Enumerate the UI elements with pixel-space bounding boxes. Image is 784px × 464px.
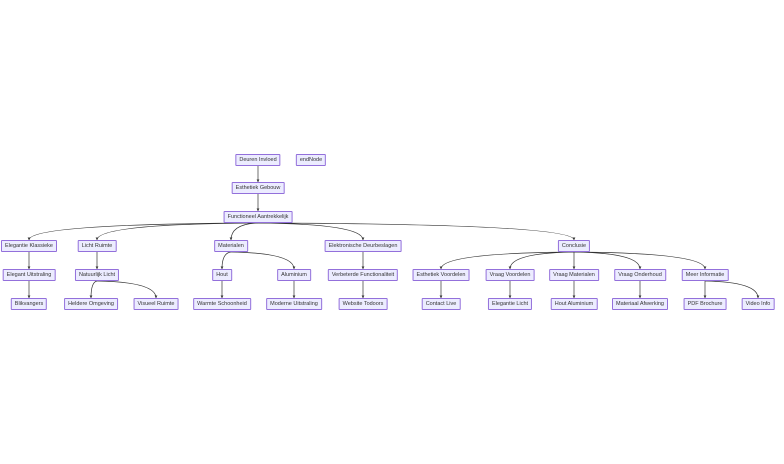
edge-natuurlijk-licht-to-heldere-omgeving [89, 280, 98, 299]
node-visueel-ruimte: Visueel Ruimte [133, 298, 179, 310]
node-elegant-uitstraling: Elegant Uitstraling [2, 269, 56, 281]
node-meer-informatie: Meer Informatie [681, 269, 729, 281]
node-esthetiek-gebouw: Esthetiek Gebouw [231, 182, 285, 194]
edge-materialen-to-aluminium [230, 251, 296, 270]
node-pdf-brochure: PDF Brochure [683, 298, 727, 310]
node-verbeterde-functionaliteit: Verbeterde Functionaliteit [327, 269, 399, 281]
node-website-todoors: Website Todoors [338, 298, 388, 310]
edge-natuurlijk-licht-to-visueel-ruimte [96, 280, 158, 299]
node-video-info: Video Info [741, 298, 775, 310]
edge-conclusie-to-vraag-voordelen [508, 251, 575, 270]
node-elegantie-licht: Elegantie Licht [487, 298, 533, 310]
node-contact-live: Contact Live [421, 298, 461, 310]
edge-functioneel-aantrekkelijk-to-materialen [229, 222, 259, 241]
node-heldere-omgeving: Heldere Omgeving [64, 298, 118, 310]
edge-meer-informatie-to-video-info [704, 280, 760, 299]
edge-conclusie-to-meer-informatie [573, 251, 707, 270]
node-elektronische-deurbeslagen: Elektronische Deurbeslagen [324, 240, 402, 252]
edge-functioneel-aantrekkelijk-to-conclusie [257, 222, 576, 241]
node-elegantie-klassieke: Elegantie Klassieke [0, 240, 58, 252]
node-moderne-uitstraling: Moderne Uitstraling [266, 298, 322, 310]
node-functioneel-aantrekkelijk: Functioneel Aantrekkelijk [223, 211, 293, 223]
node-esthetiek-voordelen: Esthetiek Voordelen [412, 269, 470, 281]
node-vraag-materialen: Vraag Materialen [549, 269, 599, 281]
node-vraag-onderhoud: Vraag Onderhoud [614, 269, 666, 281]
node-conclusie: Conclusie [557, 240, 591, 252]
node-licht-ruimte: Licht Ruimte [77, 240, 117, 252]
edge-materialen-to-hout [220, 251, 232, 270]
node-hout: Hout [212, 269, 232, 281]
node-warmte-schoonheid: Warmte Schoonheid [193, 298, 251, 310]
edge-functioneel-aantrekkelijk-to-licht-ruimte [95, 222, 259, 241]
node-deuren-invloed: Deuren Invloed [235, 154, 281, 166]
node-vraag-voordelen: Vraag Voordelen [485, 269, 535, 281]
node-blikvangers: Blikvangers [10, 298, 48, 310]
node-aluminium: Aluminium [277, 269, 311, 281]
node-hout-aluminium: Hout Aluminium [550, 298, 598, 310]
node-materiaal-afwerking: Materiaal Afwerking [612, 298, 668, 310]
edge-functioneel-aantrekkelijk-to-elegantie-klassieke [27, 222, 259, 241]
node-materialen: Materialen [214, 240, 248, 252]
node-endnode: endNode [295, 154, 327, 166]
edge-conclusie-to-esthetiek-voordelen [439, 251, 575, 270]
node-natuurlijk-licht: Natuurlijk Licht [74, 269, 120, 281]
